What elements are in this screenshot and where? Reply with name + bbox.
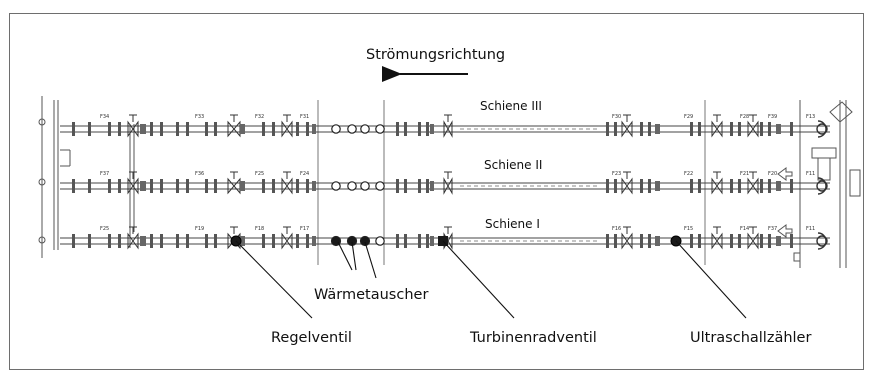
fitting-tag: F14 (740, 226, 749, 232)
fitting-tag: F23 (612, 171, 621, 177)
fitting-tag: F16 (612, 226, 621, 232)
fitting-tag: F21 (740, 171, 749, 177)
fitting-tag: F33 (195, 114, 204, 120)
fitting-tag: F39 (768, 114, 777, 120)
fitting-tag: F29 (684, 114, 693, 120)
turbine-valve-label: Turbinenradventil (470, 330, 597, 346)
fitting-tag: F13 (806, 114, 815, 120)
fitting-tag: F32 (255, 114, 264, 120)
fitting-tag: F24 (300, 171, 309, 177)
fitting-tag: F37 (768, 226, 777, 232)
callout-leaders (235, 240, 747, 319)
figure-frame (9, 13, 864, 370)
fitting-tag: F31 (300, 114, 309, 120)
left-headers (38, 96, 135, 258)
fitting-tag: F25 (255, 171, 264, 177)
heat-exchanger-label: Wärmetauscher (314, 287, 429, 303)
fitting-tag: F28 (740, 114, 749, 120)
rail-label-ii: Schiene II (484, 158, 543, 172)
pipe-rail: F25 F19 F18 F17 F16 F15 F14 F37 F11 (60, 226, 830, 250)
fitting-tag: F17 (300, 226, 309, 232)
fitting-tag: F22 (684, 171, 693, 177)
fitting-tag: F30 (612, 114, 621, 120)
fitting-tag: F36 (195, 171, 204, 177)
pipe-rail: F37 F36 F25 F24 F23 F22 F21 F20 F11 (60, 171, 830, 195)
fitting-tag: F37 (100, 171, 109, 177)
fitting-tag: F15 (684, 226, 693, 232)
rail-label-i: Schiene I (485, 217, 540, 231)
fitting-tag: F11 (806, 226, 815, 232)
fitting-tag: F34 (100, 114, 109, 120)
ultrasonic-meter-label: Ultraschallzähler (690, 330, 812, 346)
fitting-tag: F25 (100, 226, 109, 232)
fitting-tag: F19 (195, 226, 204, 232)
fitting-tag: F20 (768, 171, 777, 177)
fitting-tag: F18 (255, 226, 264, 232)
rail-label-iii: Schiene III (480, 99, 542, 113)
flow-direction-label: Strömungsrichtung (366, 47, 506, 63)
fitting-tag: F11 (806, 171, 815, 177)
pipe-rail: F34 F33 F32 F31 F30 F29 F28 F39 F13 (60, 114, 830, 138)
control-valve-label: Regelventil (271, 330, 352, 346)
